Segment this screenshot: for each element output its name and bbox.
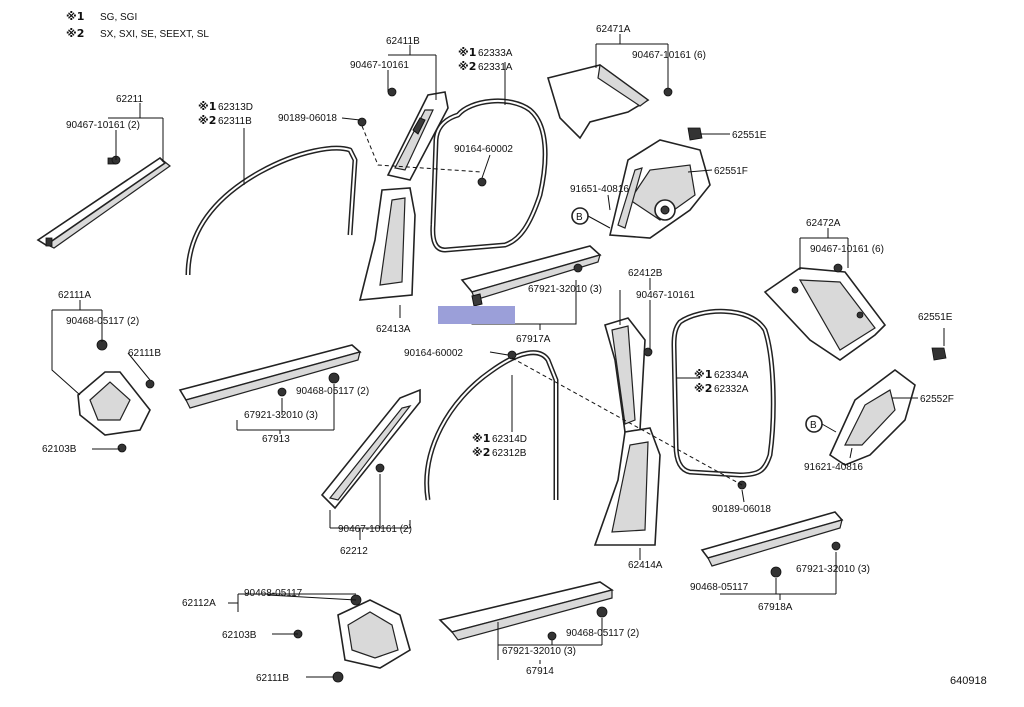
label-62414A: 62414A xyxy=(628,560,663,571)
label-90189-06018-a: 90189-06018 xyxy=(278,113,337,124)
mark-2-62332A: ※2 xyxy=(694,382,712,395)
label-67917A: 67917A xyxy=(516,334,551,345)
part-62334A-weatherstrip xyxy=(671,308,776,478)
label-62333A: 62333A xyxy=(478,48,513,59)
legend-text-1: SG, SGI xyxy=(100,12,137,23)
label-67921-32010-3-b: 67921-32010 (3) xyxy=(244,410,318,421)
label-62551E-a: 62551E xyxy=(732,130,767,141)
label-67921-32010-3-a: 67921-32010 (3) xyxy=(528,284,602,295)
mark-2-62312B: ※2 xyxy=(472,446,490,459)
label-67921-32010-3-c: 67921-32010 (3) xyxy=(796,564,870,575)
mark-2-62311B: ※2 xyxy=(198,114,216,127)
label-90164-60002-b: 90164-60002 xyxy=(404,348,463,359)
part-67914-drawing xyxy=(438,581,614,641)
part-62333A-weatherstrip xyxy=(430,98,548,253)
label-62552F: 62552F xyxy=(920,394,954,405)
part-62212-drawing xyxy=(320,388,421,510)
mark-1-62333A: ※1 xyxy=(458,46,476,59)
label-90467-10161-6-b: 90467-10161 (6) xyxy=(810,244,884,255)
mark-2-62331A: ※2 xyxy=(458,60,476,73)
reference-circle-b-lower xyxy=(805,415,823,433)
label-b-upper: B xyxy=(576,212,583,223)
reference-circle-b-upper xyxy=(571,207,589,225)
label-62472A: 62472A xyxy=(806,218,841,229)
part-labels: 62211 90467-10161 (2) ※1 62313D ※2 62311… xyxy=(42,24,987,687)
label-62334A: 62334A xyxy=(714,370,749,381)
label-62103B-a: 62103B xyxy=(42,444,77,455)
part-62411B-drawing xyxy=(386,91,449,181)
label-62111B-b: 62111B xyxy=(256,673,289,684)
part-62551E-clips xyxy=(687,127,947,361)
part-62471A-drawing xyxy=(546,63,650,140)
part-62414A-drawing xyxy=(593,427,661,546)
legend: ※1 SG, SGI ※2 SX, SXI, SE, SEEXT, SL xyxy=(66,10,209,40)
label-90189-06018-b: 90189-06018 xyxy=(712,504,771,515)
label-62212: 62212 xyxy=(340,546,368,557)
part-67917A-drawing xyxy=(460,245,602,307)
mark-1-62313D: ※1 xyxy=(198,100,216,113)
legend-mark-1: ※1 xyxy=(66,10,84,23)
label-62331A: 62331A xyxy=(478,62,513,73)
label-90467-10161-6-a: 90467-10161 (6) xyxy=(632,50,706,61)
label-91621-40816: 91621-40816 xyxy=(804,462,863,473)
label-62411B: 62411B xyxy=(386,36,420,47)
label-90468-05117-2-b: 90468-05117 (2) xyxy=(296,386,369,397)
label-90467-10161-a: 90467-10161 xyxy=(350,60,409,71)
label-62311B: 62311B xyxy=(218,116,252,127)
label-b-lower: B xyxy=(810,420,817,431)
part-62552F-drawing xyxy=(828,369,916,466)
diagram-code: 640918 xyxy=(950,675,987,687)
label-67914: 67914 xyxy=(526,666,554,677)
highlight-box[interactable] xyxy=(438,306,515,324)
label-90467-10161-2-a: 90467-10161 (2) xyxy=(66,120,140,131)
part-62112A-drawing xyxy=(337,599,411,669)
part-67918A-drawing xyxy=(700,511,844,567)
label-90468-05117-a: 90468-05117 xyxy=(690,582,749,593)
legend-mark-2: ※2 xyxy=(66,27,84,40)
label-62471A: 62471A xyxy=(596,24,631,35)
label-62312B: 62312B xyxy=(492,448,527,459)
part-62211-drawing xyxy=(36,156,171,249)
label-62551E-b: 62551E xyxy=(918,312,953,323)
label-62103B-b: 62103B xyxy=(222,630,257,641)
label-90164-60002-a: 90164-60002 xyxy=(454,144,513,155)
label-90467-10161-2-b: 90467-10161 (2) xyxy=(338,524,412,535)
label-62413A: 62413A xyxy=(376,324,411,335)
label-62551F: 62551F xyxy=(714,166,748,177)
label-90468-05117-b: 90468-05117 xyxy=(244,588,303,599)
label-62111A: 62111A xyxy=(58,290,91,301)
label-62112A: 62112A xyxy=(182,598,216,609)
label-90467-10161-b: 90467-10161 xyxy=(636,290,695,301)
label-67918A: 67918A xyxy=(758,602,793,613)
part-62313D-weatherstrip xyxy=(185,145,358,276)
mark-1-62314D: ※1 xyxy=(472,432,490,445)
label-62332A: 62332A xyxy=(714,384,749,395)
label-91651-40816: 91651-40816 xyxy=(570,184,629,195)
label-62313D: 62313D xyxy=(218,102,253,113)
label-67913: 67913 xyxy=(262,434,290,445)
legend-text-2: SX, SXI, SE, SEEXT, SL xyxy=(100,29,209,40)
label-67921-32010-3-d: 67921-32010 (3) xyxy=(502,646,576,657)
reference-circles xyxy=(571,207,823,433)
label-62314D: 62314D xyxy=(492,434,527,445)
label-62111B-a: 62111B xyxy=(128,348,161,359)
label-62211: 62211 xyxy=(116,94,144,105)
part-62551F-drawing xyxy=(609,139,711,239)
part-67913-drawing xyxy=(178,344,362,409)
part-62413A-drawing xyxy=(358,187,416,301)
mark-1-62334A: ※1 xyxy=(694,368,712,381)
label-90468-05117-2-a: 90468-05117 (2) xyxy=(66,316,139,327)
part-62472A-drawing xyxy=(763,267,887,361)
dashed-reference-lines xyxy=(361,125,743,486)
label-90468-05117-2-c: 90468-05117 (2) xyxy=(566,628,639,639)
leader-lines xyxy=(51,34,945,678)
label-62412B: 62412B xyxy=(628,268,663,279)
part-62314D-weatherstrip xyxy=(424,350,559,501)
part-62111A-drawing xyxy=(77,371,151,436)
part-62412B-drawing xyxy=(604,317,646,433)
